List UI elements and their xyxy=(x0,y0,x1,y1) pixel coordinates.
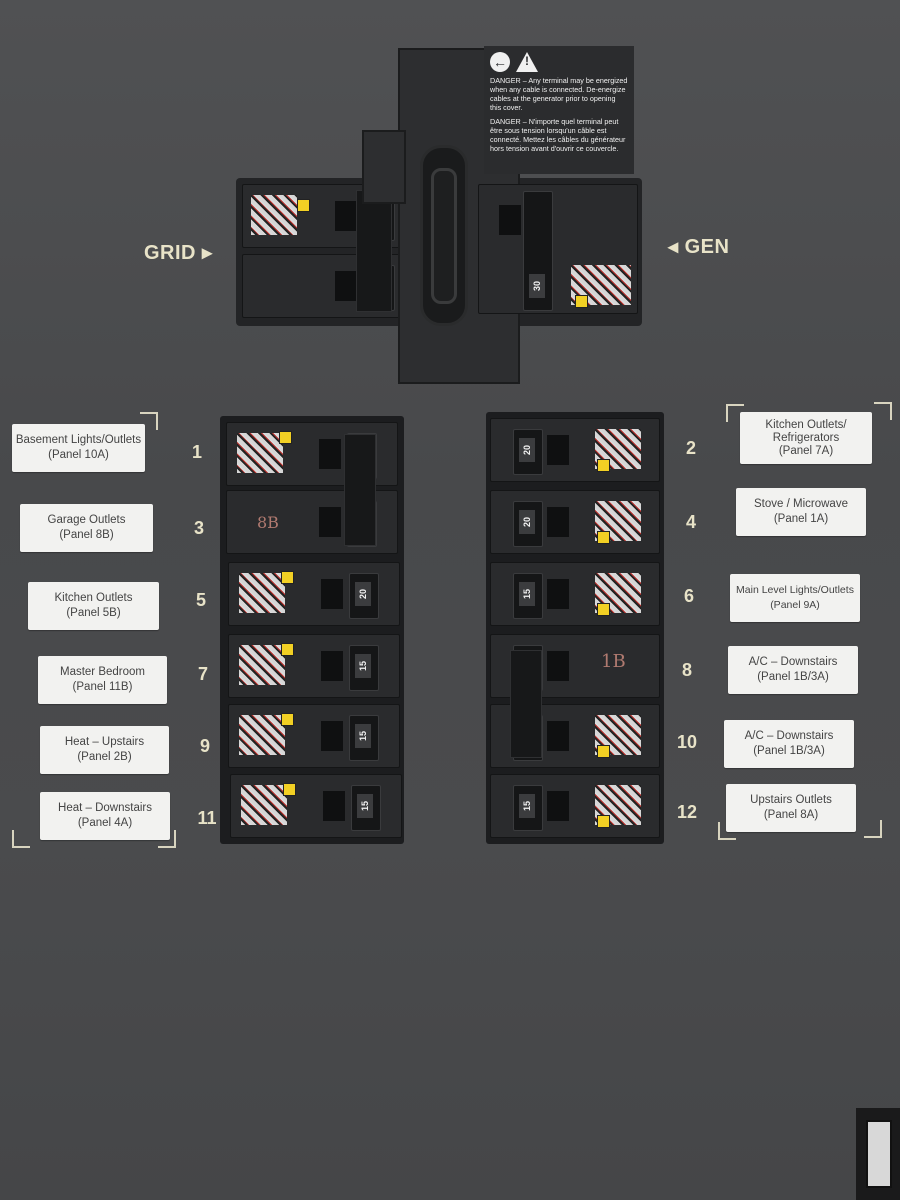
arrow-left-icon: ← xyxy=(490,52,510,72)
amp-rating: 15 xyxy=(355,654,371,678)
amp-rating: 15 xyxy=(519,794,535,818)
latch-handle[interactable] xyxy=(866,1120,892,1188)
interlock-plate-wing xyxy=(362,130,406,204)
gen-main-breaker[interactable]: 30 xyxy=(478,184,638,314)
amp-rating: 30 xyxy=(529,274,545,298)
circuit-label-6: Main Level Lights/Outlets (Panel 9A) xyxy=(730,574,860,622)
circuit-number-4: 4 xyxy=(685,512,696,532)
bracket-corner xyxy=(864,820,882,838)
circuit-label-7: Master Bedroom (Panel 11B) xyxy=(38,656,167,704)
interlock-slot-inner xyxy=(431,168,457,304)
amp-rating: 15 xyxy=(357,794,373,818)
circuit-number-3: 3 xyxy=(193,518,204,538)
breaker-9-handle[interactable]: 15 xyxy=(349,715,379,761)
breaker-2[interactable]: 20 xyxy=(490,418,660,482)
bracket-corner xyxy=(158,830,176,848)
handwritten-note: 1B xyxy=(601,651,626,672)
circuit-number-1: 1 xyxy=(191,442,202,462)
circuit-label-12: Upstairs Outlets (Panel 8A) xyxy=(726,784,856,832)
bracket-corner xyxy=(12,830,30,848)
circuit-label-1: Basement Lights/Outlets (Panel 10A) xyxy=(12,424,145,472)
circuit-label-8: A/C – Downstairs (Panel 1B/3A) xyxy=(728,646,858,694)
handwritten-note: 8B xyxy=(257,513,279,532)
breaker-5-handle[interactable]: 20 xyxy=(349,573,379,619)
circuit-number-10: 10 xyxy=(676,732,698,752)
breaker-12[interactable]: 15 xyxy=(490,774,660,838)
circuit-label-2: Kitchen Outlets/ Refrigerators (Panel 7A… xyxy=(740,412,872,464)
circuit-label-9: Heat – Upstairs (Panel 2B) xyxy=(40,726,169,774)
grid-handle-tie xyxy=(356,190,392,312)
danger-text-en: DANGER – Any terminal may be energized w… xyxy=(490,76,628,112)
breaker-4[interactable]: 20 xyxy=(490,490,660,554)
circuit-label-10: A/C – Downstairs (Panel 1B/3A) xyxy=(724,720,854,768)
breaker-11[interactable]: 15 xyxy=(230,774,402,838)
breaker-1-3-tie xyxy=(344,434,376,546)
danger-label: ← ! DANGER – Any terminal may be energiz… xyxy=(484,46,634,174)
circuit-number-11: 11 xyxy=(197,808,217,828)
breaker-5[interactable]: 20 xyxy=(228,562,400,626)
breaker-11-handle[interactable]: 15 xyxy=(351,785,381,831)
circuit-number-12: 12 xyxy=(676,802,698,822)
amp-rating: 20 xyxy=(519,438,535,462)
circuit-number-6: 6 xyxy=(683,586,694,606)
circuit-label-5: Kitchen Outlets (Panel 5B) xyxy=(28,582,159,630)
circuit-label-11: Heat – Downstairs (Panel 4A) xyxy=(40,792,170,840)
circuit-number-5: 5 xyxy=(195,590,206,610)
gen-main-handle[interactable]: 30 xyxy=(523,191,553,311)
circuit-number-9: 9 xyxy=(199,736,210,756)
bracket-corner xyxy=(874,402,892,420)
amp-rating: 15 xyxy=(519,582,535,606)
breaker-8-10-tie xyxy=(510,650,542,758)
breaker-12-handle[interactable]: 15 xyxy=(513,785,543,831)
breaker-6[interactable]: 15 xyxy=(490,562,660,626)
circuit-label-3: Garage Outlets (Panel 8B) xyxy=(20,504,153,552)
interlock-slot[interactable] xyxy=(420,145,468,326)
bracket-corner xyxy=(726,404,744,422)
breaker-4-handle[interactable]: 20 xyxy=(513,501,543,547)
danger-text-fr: DANGER – N'importe quel terminal peut êt… xyxy=(490,117,626,153)
amp-rating: 15 xyxy=(355,724,371,748)
bracket-corner xyxy=(718,822,736,840)
breaker-9[interactable]: 15 xyxy=(228,704,400,768)
amp-rating: 20 xyxy=(355,582,371,606)
circuit-number-7: 7 xyxy=(197,664,208,684)
right-breaker-window xyxy=(486,412,664,844)
door-latch[interactable] xyxy=(856,1108,900,1200)
circuit-label-4: Stove / Microwave (Panel 1A) xyxy=(736,488,866,536)
circuit-number-8: 8 xyxy=(681,660,692,680)
breaker-2-handle[interactable]: 20 xyxy=(513,429,543,475)
warning-triangle-icon: ! xyxy=(516,52,538,72)
breaker-6-handle[interactable]: 15 xyxy=(513,573,543,619)
breaker-7[interactable]: 15 xyxy=(228,634,400,698)
grid-label: GRID ▸ xyxy=(144,242,213,264)
circuit-number-2: 2 xyxy=(685,438,696,458)
bracket-corner xyxy=(140,412,158,430)
amp-rating: 20 xyxy=(519,510,535,534)
gen-label: ◂ GEN xyxy=(668,236,730,258)
breaker-7-handle[interactable]: 15 xyxy=(349,645,379,691)
